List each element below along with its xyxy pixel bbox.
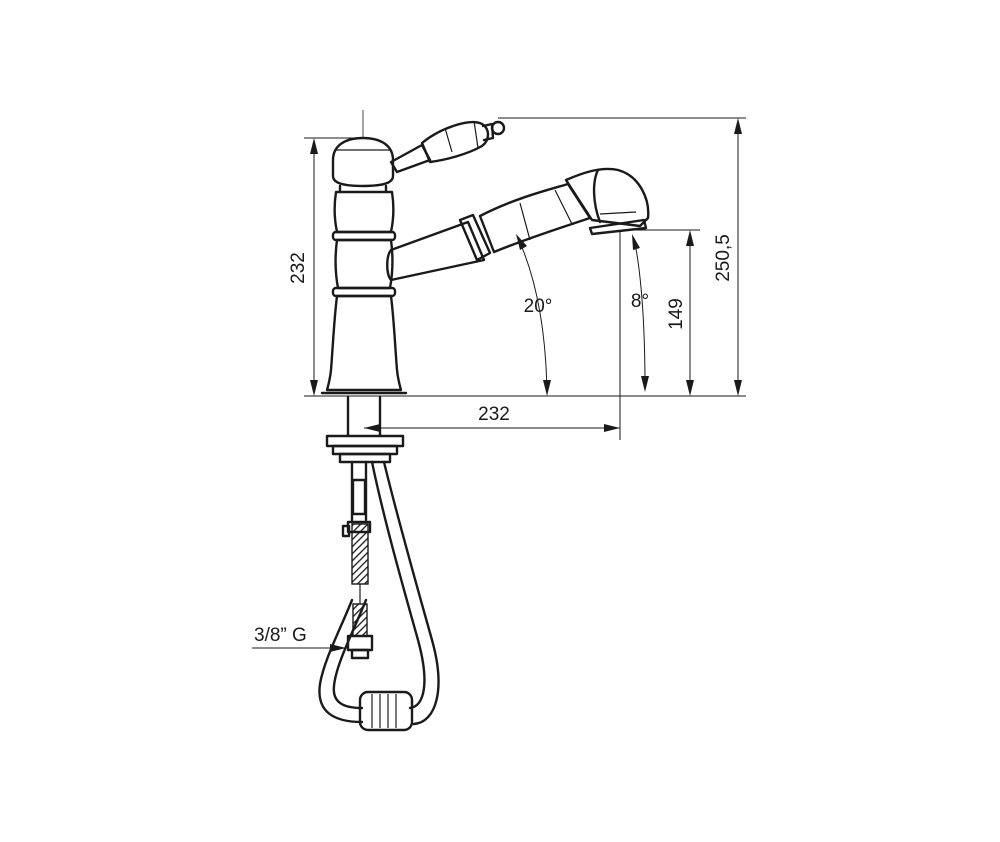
spray-angle-label: 8° — [631, 291, 649, 312]
body-height-label: 232 — [288, 252, 309, 284]
connection-label: 3/8” G — [254, 625, 307, 646]
faucet-body — [320, 110, 408, 395]
under-counter-fittings — [318, 395, 440, 732]
spray-height-label: 149 — [666, 298, 687, 330]
spout-angle-label: 20° — [524, 296, 553, 317]
dimension-lines — [252, 117, 746, 652]
pull-out-spout — [386, 167, 650, 282]
spout-reach-label: 232 — [478, 404, 510, 425]
lever-handle — [389, 120, 506, 174]
total-height-label: 250,5 — [713, 234, 734, 282]
